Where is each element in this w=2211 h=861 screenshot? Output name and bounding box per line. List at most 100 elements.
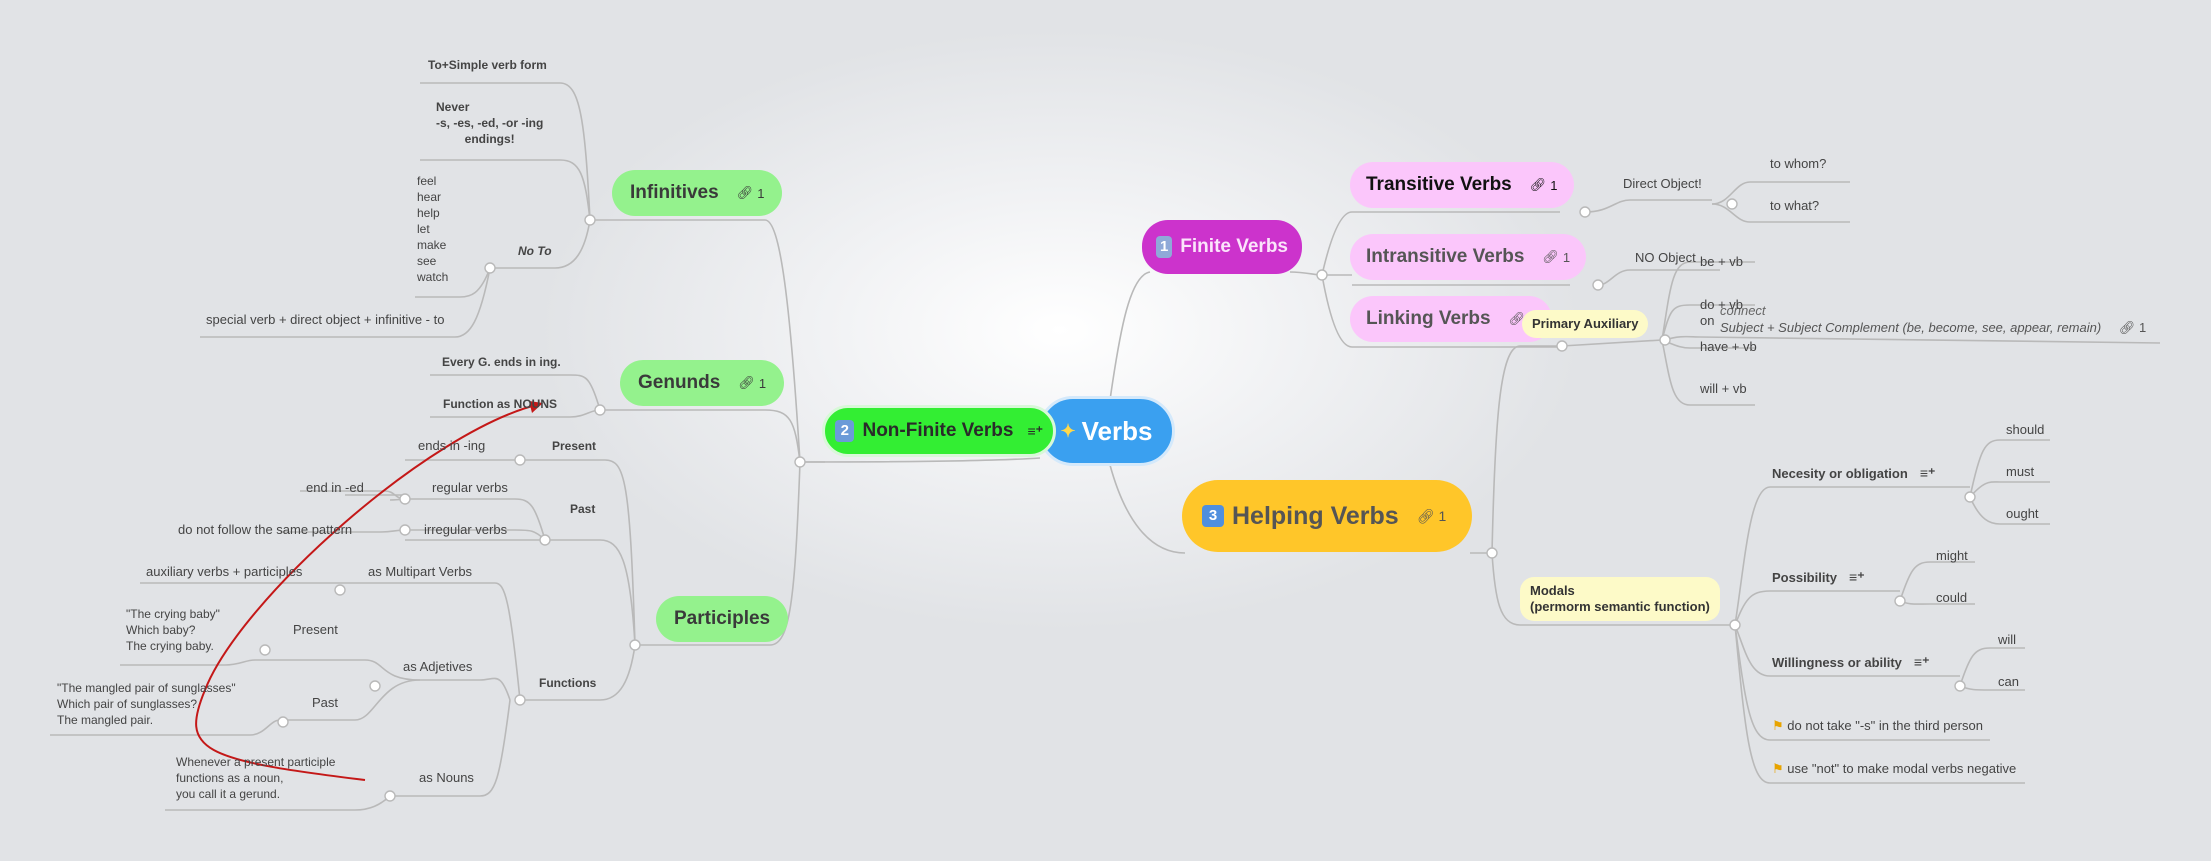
adj-present-node[interactable]: Present <box>293 622 338 637</box>
notes-icon[interactable]: ≡⁺ <box>1849 569 1865 585</box>
ends-in-ing-node[interactable]: ends in -ing <box>418 438 486 453</box>
possibility-label: Possibility <box>1772 570 1838 585</box>
non-finite-verbs-topic[interactable]: 2 Non-Finite Verbs ≡⁺ <box>822 405 1056 457</box>
linking-verbs-label: Linking Verbs <box>1366 308 1491 329</box>
verb-item: make <box>417 238 447 252</box>
number-one-icon: 1 <box>1156 236 1173 258</box>
end-in-ed-node[interactable]: end in -ed <box>306 480 364 495</box>
modals-topic[interactable]: Modals (permorm semantic function) <box>1520 577 1720 621</box>
gerund-rule[interactable]: Every G. ends in ing. <box>442 355 561 369</box>
gerunds-topic[interactable]: Genunds 🔗︎1 <box>620 360 785 406</box>
relationship-arrow <box>195 403 541 781</box>
to-whom-node[interactable]: to whom? <box>1770 156 1827 171</box>
intransitive-verbs-topic[interactable]: Intransitive Verbs 🔗︎1 <box>1350 234 1587 280</box>
linking-child-node[interactable]: on <box>1700 313 1715 328</box>
primary-item[interactable]: have + vb <box>1700 339 1757 354</box>
finite-verbs-topic[interactable]: 1 Finite Verbs <box>1142 220 1302 274</box>
verb-item: see <box>417 254 437 268</box>
modal-item[interactable]: might <box>1936 548 1968 563</box>
no-to-node[interactable]: No To <box>518 244 552 258</box>
modal-item[interactable]: could <box>1936 590 1968 605</box>
link-icon[interactable]: 🔗︎ <box>1508 311 1526 326</box>
number-three-icon: 3 <box>1202 505 1224 527</box>
multipart-child-node[interactable]: auxiliary verbs + participles <box>146 564 303 579</box>
functions-node[interactable]: Functions <box>539 676 597 690</box>
link-icon[interactable]: 🔗︎ <box>738 375 755 390</box>
link-count: 1 <box>1550 177 1558 193</box>
gerund-rule[interactable]: Function as NOUNS <box>443 397 558 411</box>
special-verb-node[interactable]: special verb + direct object + infinitiv… <box>206 312 445 327</box>
notes-icon[interactable]: ≡⁺ <box>1027 422 1043 439</box>
modal-note[interactable]: ⚑ use "not" to make modal verbs negative <box>1772 761 2016 777</box>
helping-verbs-topic[interactable]: 3 Helping Verbs 🔗︎1 <box>1182 480 1472 552</box>
link-icon[interactable]: 🔗︎ <box>736 185 754 200</box>
linking-formula-node[interactable]: Subject + Subject Complement (be, become… <box>1720 320 2146 336</box>
adj-present-example[interactable]: "The crying baby" Which baby? The crying… <box>126 606 220 654</box>
modal-item[interactable]: should <box>2006 422 2045 437</box>
irregular-verbs-node[interactable]: irregular verbs <box>424 522 508 537</box>
modals-title: Modals <box>1530 583 1575 598</box>
flag-icon: ⚑ <box>1772 761 1784 776</box>
verb-item: help <box>417 206 440 220</box>
primary-item[interactable]: will + vb <box>1700 381 1747 396</box>
infinitive-rule[interactable]: Never -s, -es, -ed, -or -ing endings! <box>436 99 543 147</box>
number-two-icon: 2 <box>835 420 855 442</box>
infinitives-topic[interactable]: Infinitives 🔗︎1 <box>612 170 783 216</box>
adj-past-node[interactable]: Past <box>312 695 339 710</box>
primary-item[interactable]: be + vb <box>1700 254 1744 269</box>
rule-line: endings! <box>464 132 515 146</box>
adj-past-example[interactable]: "The mangled pair of sunglasses" Which p… <box>57 680 236 728</box>
modal-item[interactable]: will <box>1998 632 2017 647</box>
regular-verbs-node[interactable]: regular verbs <box>432 480 508 495</box>
connect-node[interactable]: connect <box>1720 303 1766 318</box>
notes-icon[interactable]: ≡⁺ <box>1919 465 1936 481</box>
direct-object-node[interactable]: Direct Object! <box>1623 176 1702 191</box>
as-adjetives-node[interactable]: as Adjetives <box>403 659 473 674</box>
gerunds-label: Genunds <box>638 372 721 393</box>
primary-auxiliary-topic[interactable]: Primary Auxiliary <box>1522 310 1649 338</box>
modal-note-text: use "not" to make modal verbs negative <box>1787 761 2017 776</box>
link-icon[interactable]: 🔗︎ <box>1416 507 1435 524</box>
notes-icon[interactable]: ≡⁺ <box>1913 654 1930 670</box>
arrowhead-icon <box>529 401 543 413</box>
sparkles-icon: ✦ <box>1060 420 1076 441</box>
to-what-node[interactable]: to what? <box>1770 198 1820 213</box>
participle-past-node[interactable]: Past <box>570 502 596 516</box>
no-to-verbs[interactable]: feel hear help let make see watch <box>417 173 448 285</box>
link-icon[interactable]: 🔗︎ <box>1542 249 1559 264</box>
infinitives-label: Infinitives <box>630 182 719 203</box>
linking-verbs-topic[interactable]: Linking Verbs 🔗︎1 <box>1350 296 1553 342</box>
multipart-verbs-node[interactable]: as Multipart Verbs <box>368 564 473 579</box>
example-line: you call it a gerund. <box>176 787 281 801</box>
as-nouns-node[interactable]: as Nouns <box>419 770 474 785</box>
transitive-verbs-topic[interactable]: Transitive Verbs 🔗︎1 <box>1350 162 1574 208</box>
modal-note[interactable]: ⚑ do not take "-s" in the third person <box>1772 718 1983 734</box>
willingness-label: Willingness or ability <box>1772 655 1902 670</box>
non-finite-verbs-label: Non-Finite Verbs <box>862 420 1014 441</box>
willingness-node[interactable]: Willingness or ability ≡⁺ <box>1772 654 1929 671</box>
no-object-node[interactable]: NO Object <box>1635 250 1696 265</box>
possibility-node[interactable]: Possibility ≡⁺ <box>1772 569 1865 586</box>
rule-line: Never <box>436 100 470 114</box>
necesity-label: Necesity or obligation <box>1772 466 1908 481</box>
modals-subtitle: (permorm semantic function) <box>1530 599 1710 614</box>
participle-present-node[interactable]: Present <box>552 439 597 453</box>
transitive-verbs-label: Transitive Verbs <box>1366 174 1512 195</box>
necesity-node[interactable]: Necesity or obligation ≡⁺ <box>1772 465 1935 482</box>
irregular-pattern-node[interactable]: do not follow the same pattern <box>178 522 353 537</box>
primary-item[interactable]: do + vb <box>1700 297 1744 312</box>
as-nouns-example[interactable]: Whenever a present participle functions … <box>176 754 335 802</box>
participles-topic[interactable]: Participles <box>656 596 789 642</box>
infinitive-rule[interactable]: To+Simple verb form <box>428 58 547 72</box>
modal-item[interactable]: ought <box>2006 506 2039 521</box>
intransitive-verbs-label: Intransitive Verbs <box>1366 246 1525 267</box>
verb-item: hear <box>417 190 442 204</box>
modal-item[interactable]: must <box>2006 464 2035 479</box>
link-icon[interactable]: 🔗︎ <box>1529 177 1547 192</box>
link-icon[interactable]: 🔗︎ <box>2118 320 2136 335</box>
helping-verbs-label: Helping Verbs <box>1232 501 1399 530</box>
central-topic[interactable]: ✦ Verbs <box>1038 396 1175 466</box>
modal-item[interactable]: can <box>1998 674 2019 689</box>
linking-formula-text: Subject + Subject Complement (be, become… <box>1720 320 2102 335</box>
